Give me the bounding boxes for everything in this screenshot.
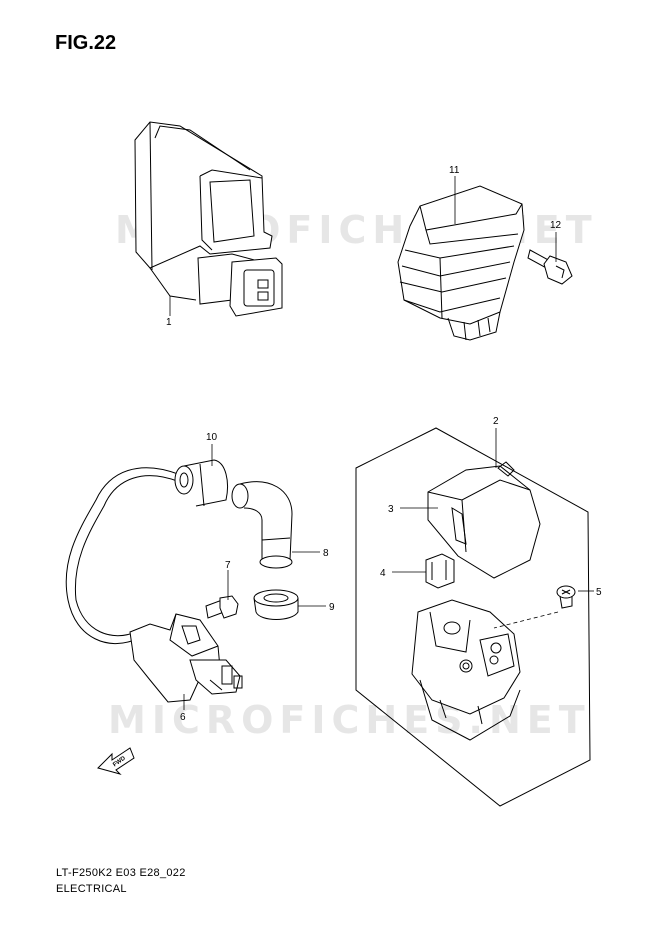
part-8-plug-cap[interactable] [231,481,293,569]
part-1-cdi-unit[interactable] [134,121,283,317]
callout-6: 6 [180,712,186,723]
callout-10: 10 [206,432,218,443]
callout-3: 3 [388,504,394,515]
callout-8: 8 [323,548,329,559]
part-10-grommet[interactable] [174,459,228,507]
callout-2: 2 [493,416,499,427]
part-7-bolt[interactable] [205,595,239,619]
part-5-screw[interactable] [556,585,576,609]
part-9-seal[interactable] [253,589,299,620]
callout-9: 9 [329,602,335,613]
fwd-arrow-icon: FWD [97,747,135,775]
part-3-cover[interactable] [427,461,541,579]
section-name: ELECTRICAL [56,883,127,895]
part-6-ignition-coil[interactable] [65,467,243,703]
figure-title: FIG.22 [55,32,117,54]
starter-relay-body[interactable] [411,599,521,741]
callout-5: 5 [596,587,602,598]
watermark-bottom: MICROFICHES.NET [108,698,591,742]
callout-1: 1 [166,317,172,328]
part-12-bolt[interactable] [527,249,573,285]
part-4-fuse[interactable] [425,553,455,589]
callout-11: 11 [449,165,460,176]
callout-4: 4 [380,568,386,579]
part-2-relay-assembly[interactable] [355,427,591,807]
callout-12: 12 [550,220,562,231]
model-code: LT-F250K2 E03 E28_022 [56,867,186,879]
part-11-regulator-rectifier[interactable] [397,185,525,341]
callout-7: 7 [225,560,231,571]
leader-lines [169,176,594,710]
